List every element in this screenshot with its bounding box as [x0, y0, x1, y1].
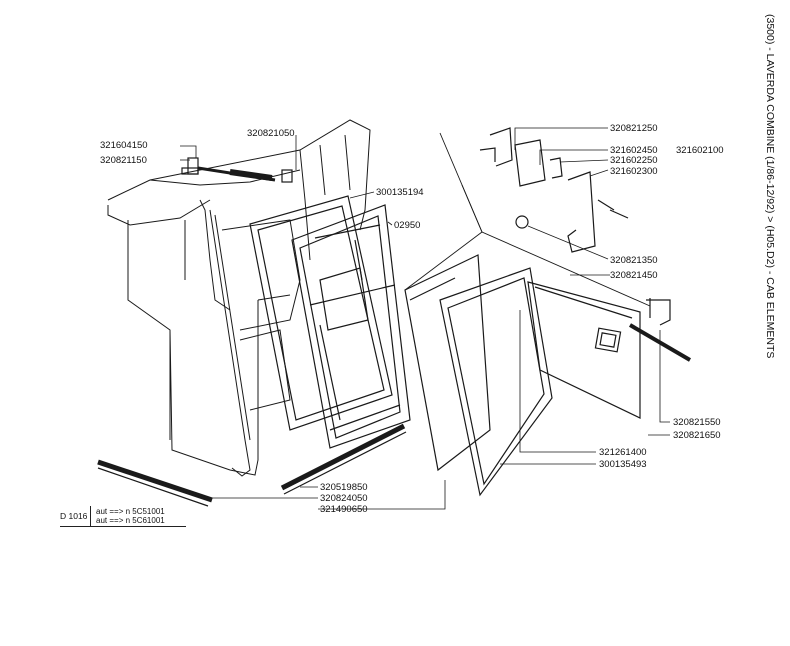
- part-number-label: 320821350: [610, 255, 658, 266]
- leader-lines: [180, 127, 670, 510]
- part-number-label: 321490650: [320, 504, 368, 515]
- bracket: [646, 298, 671, 326]
- part-number-label: 320824050: [320, 493, 368, 504]
- callout-triangle: [404, 132, 651, 307]
- reference-row: aut ==> n 5C61001: [96, 516, 165, 525]
- part-number-label: 300135493: [599, 459, 647, 470]
- part-number-label: 320821450: [610, 270, 658, 281]
- part-number-label: 02950: [394, 220, 421, 231]
- part-number-label: 320821150: [100, 155, 147, 166]
- reference-divider: [90, 506, 91, 526]
- reference-row: aut ==> n 5C51001: [96, 507, 165, 516]
- part-number-label: 321602250: [610, 155, 658, 166]
- door-glass: [404, 254, 491, 472]
- part-number-label: 321604150: [100, 140, 148, 151]
- window-seal: [439, 267, 553, 497]
- part-number-label: 320821550: [673, 417, 721, 428]
- door-frame: [291, 204, 411, 449]
- part-number-label: 321602450: [610, 145, 658, 156]
- part-number-label: 321602300: [610, 166, 658, 177]
- reference-box: D 1016 aut ==> n 5C51001 aut ==> n 5C610…: [60, 506, 186, 527]
- part-number-label: 320519850: [320, 482, 368, 493]
- section-title: (3500) - LAVERDA COMBINE (1/86-12/92) > …: [762, 14, 778, 394]
- part-number-label: 321261400: [599, 447, 647, 458]
- part-number-label: 300135194: [376, 187, 424, 198]
- seal-strip-long: [97, 459, 213, 507]
- seal-strip-short: [280, 423, 407, 495]
- part-number-label: 320821050: [247, 128, 295, 139]
- gas-strut: [181, 157, 293, 183]
- door-seal-frame: [249, 195, 393, 431]
- part-number-label: 321602100: [676, 145, 724, 156]
- part-number-label: 320821250: [610, 123, 658, 134]
- part-number-label: 320821650: [673, 430, 721, 441]
- section-title-text: (3500) - LAVERDA COMBINE (1/86-12/92) > …: [764, 14, 776, 359]
- diagram-code: D 1016: [60, 511, 88, 521]
- latch-assembly: [479, 127, 629, 253]
